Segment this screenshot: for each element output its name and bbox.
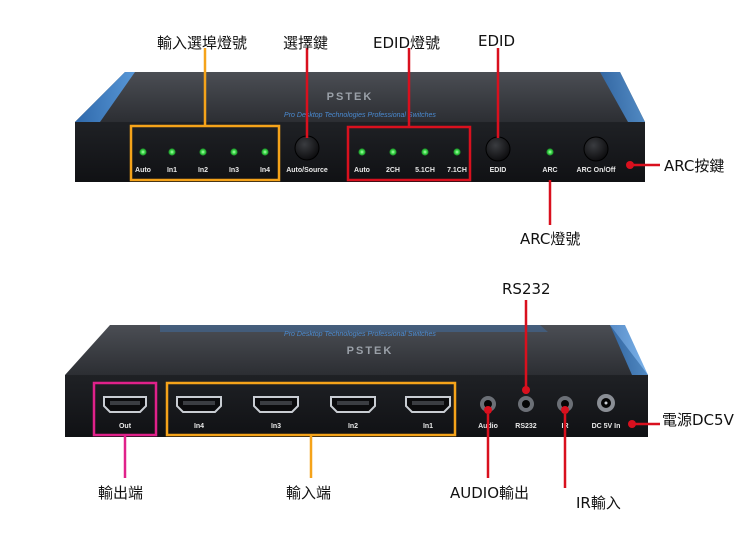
edid-led-label-5-1ch: 5.1CH — [415, 167, 435, 174]
led-label-in2: In2 — [198, 167, 208, 174]
callout-edid-leds: EDID燈號 — [373, 34, 441, 52]
hdmi-in4-port[interactable] — [176, 396, 222, 413]
callout-arc-button: ARC按鍵 — [664, 157, 725, 175]
led-label-in4: In4 — [260, 167, 270, 174]
auto-source-label: Auto/Source — [286, 167, 328, 174]
ir-callout-dot — [561, 406, 569, 414]
callout-input-select-leds: 輸入選埠燈號 — [157, 34, 248, 52]
power-callout-dot — [628, 420, 636, 428]
rs232-jack[interactable] — [518, 396, 534, 412]
edid-led-auto — [358, 148, 366, 156]
top-device-accent-right — [600, 72, 645, 122]
callout-input-port: 輸入端 — [286, 484, 332, 502]
callout-audio-out: AUDIO輸出 — [450, 484, 530, 502]
bottom-device-subtitle: Pro Desktop Technologies Professional Sw… — [284, 331, 436, 338]
led-in4 — [261, 148, 269, 156]
callout-output-port: 輸出端 — [98, 484, 144, 502]
input-led-group: Auto In1 In2 In3 In4 — [135, 148, 270, 174]
edid-led-2ch — [389, 148, 397, 156]
edid-led-label-auto: Auto — [354, 167, 370, 174]
auto-source-button[interactable] — [294, 135, 320, 161]
hdmi-in1-port[interactable] — [405, 396, 451, 413]
top-callouts — [129, 48, 660, 225]
hdmi-in3-label: In3 — [271, 423, 281, 430]
rs232-callout-dot — [522, 386, 530, 394]
led-label-in1: In1 — [167, 167, 177, 174]
edid-led-5-1ch — [421, 148, 429, 156]
brand-logo: PSTEK — [327, 91, 374, 103]
bottom-device-stripe — [160, 325, 548, 332]
bottom-device-lid — [65, 325, 648, 375]
arc-led-label: ARC — [542, 167, 557, 174]
led-in2 — [199, 148, 207, 156]
led-in3 — [230, 148, 238, 156]
edid-led-label-7-1ch: 7.1CH — [447, 167, 467, 174]
bottom-callouts — [92, 300, 660, 488]
hdmi-out-port[interactable] — [103, 396, 147, 413]
edid-led-group: Auto 2CH 5.1CH 7.1CH — [354, 148, 467, 174]
callout-edid: EDID — [478, 32, 516, 50]
top-device-lid — [75, 72, 645, 122]
led-label-in3: In3 — [229, 167, 239, 174]
edid-led-7-1ch — [453, 148, 461, 156]
top-device-accent-left — [75, 72, 135, 122]
hdmi-in1-label: In1 — [423, 423, 433, 430]
top-device: PSTEK Pro Desktop Technologies Professio… — [75, 72, 645, 182]
hdmi-out-label: Out — [119, 423, 132, 430]
arc-button-callout-dot — [626, 161, 634, 169]
arc-button[interactable] — [583, 136, 609, 162]
edid-led-label-2ch: 2CH — [386, 167, 400, 174]
bottom-brand-logo: PSTEK — [347, 345, 394, 357]
device-subtitle: Pro Desktop Technologies Professional Sw… — [284, 112, 436, 119]
callout-select-key: 選擇鍵 — [283, 34, 329, 52]
hdmi-in4-label: In4 — [194, 423, 204, 430]
hdmi-in2-label: In2 — [348, 423, 358, 430]
callout-power: 電源DC5V — [662, 411, 734, 429]
led-in1 — [168, 148, 176, 156]
callout-arc-led: ARC燈號 — [520, 230, 581, 248]
dc-power-label: DC 5V In — [592, 423, 621, 430]
edid-button[interactable] — [485, 136, 511, 162]
led-auto — [139, 148, 147, 156]
bottom-device-accent-right — [610, 325, 648, 375]
ir-jack[interactable] — [557, 396, 573, 412]
bottom-device: PSTEK Pro Desktop Technologies Professio… — [65, 325, 648, 437]
led-label-auto: Auto — [135, 167, 151, 174]
arc-led — [546, 148, 554, 156]
audio-jack[interactable] — [480, 396, 496, 412]
rs232-jack-label: RS232 — [515, 423, 537, 430]
dc-power-jack[interactable] — [597, 394, 615, 412]
callout-ir-in: IR輸入 — [576, 494, 621, 512]
hdmi-in3-port[interactable] — [253, 396, 299, 413]
hdmi-in2-port[interactable] — [330, 396, 376, 413]
arc-button-label: ARC On/Off — [577, 167, 617, 174]
callout-rs232: RS232 — [502, 280, 551, 298]
edid-button-label: EDID — [490, 167, 507, 174]
audio-callout-dot — [484, 406, 492, 414]
